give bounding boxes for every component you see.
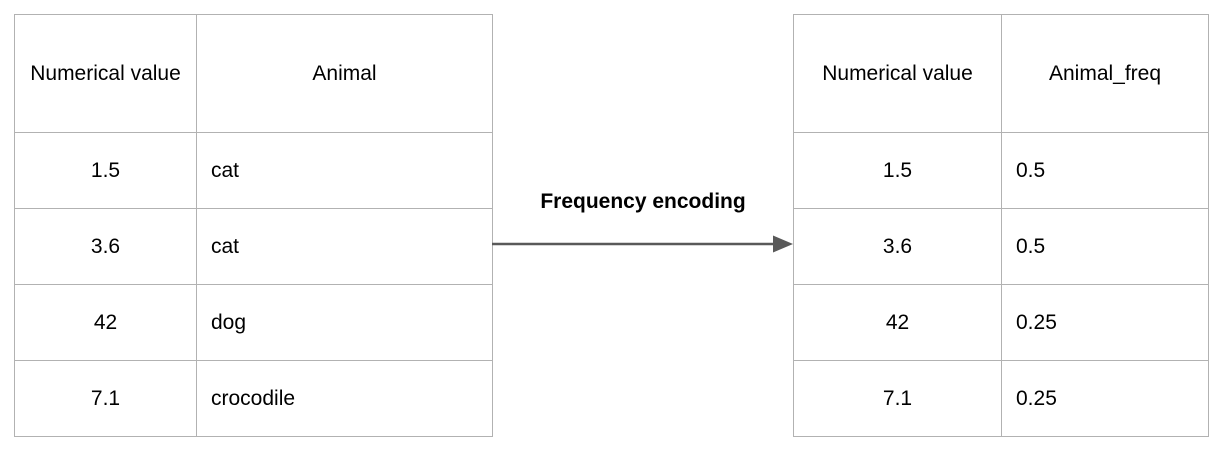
cell-animal-freq: 0.5 [1001,132,1209,209]
cell-animal: cat [196,208,493,285]
table-row: 42 dog [14,284,493,361]
cell-numerical-value: 3.6 [793,208,1002,285]
transform-arrow-group: Frequency encoding [492,190,794,260]
transform-label: Frequency encoding [540,190,746,213]
cell-animal: crocodile [196,360,493,437]
cell-animal-freq: 0.25 [1001,360,1209,437]
table-row: 1.5 0.5 [793,132,1209,209]
table-row: 3.6 0.5 [793,208,1209,285]
cell-animal-freq: 0.5 [1001,208,1209,285]
table-header-row: Numerical value Animal [14,14,493,133]
cell-numerical-value: 42 [14,284,197,361]
table-row: 3.6 cat [14,208,493,285]
column-header-animal: Animal [196,14,493,133]
encoded-data-table: Numerical value Animal_freq 1.5 0.5 3.6 … [793,14,1209,437]
cell-numerical-value: 7.1 [14,360,197,437]
table-row: 7.1 0.25 [793,360,1209,437]
table-row: 1.5 cat [14,132,493,209]
column-header-numerical-value: Numerical value [793,14,1002,133]
arrow-right-icon [492,235,793,253]
cell-numerical-value: 42 [793,284,1002,361]
cell-animal: cat [196,132,493,209]
cell-numerical-value: 7.1 [793,360,1002,437]
cell-numerical-value: 1.5 [14,132,197,209]
original-data-table: Numerical value Animal 1.5 cat 3.6 cat 4… [14,14,493,437]
column-header-animal-freq: Animal_freq [1001,14,1209,133]
cell-numerical-value: 3.6 [14,208,197,285]
cell-animal-freq: 0.25 [1001,284,1209,361]
table-header-row: Numerical value Animal_freq [793,14,1209,133]
cell-animal: dog [196,284,493,361]
cell-numerical-value: 1.5 [793,132,1002,209]
table-row: 7.1 crocodile [14,360,493,437]
table-row: 42 0.25 [793,284,1209,361]
column-header-numerical-value: Numerical value [14,14,197,133]
